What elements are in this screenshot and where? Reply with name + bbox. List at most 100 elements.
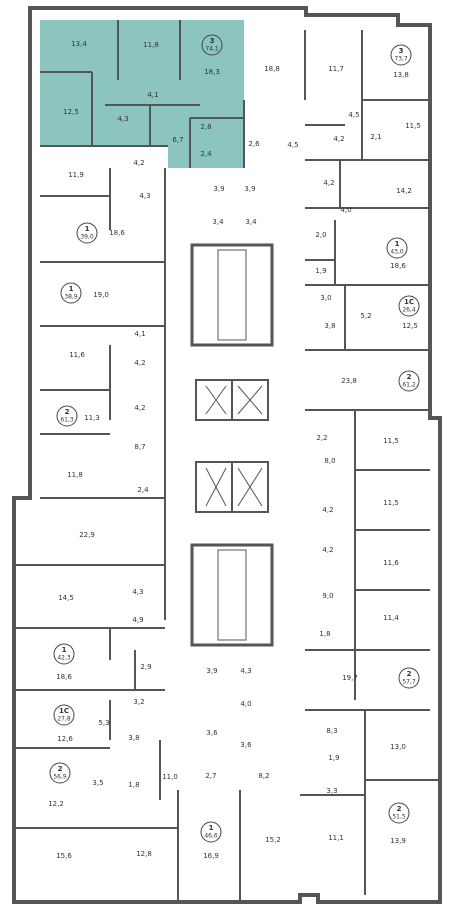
room-area-label: 2,4 [137,486,149,494]
room-area-label: 4,2 [134,359,145,367]
apartment-badge[interactable]: 2 56,9 [49,762,71,784]
room-area-label: 19,0 [93,291,109,299]
room-area-label: 3,6 [206,729,218,737]
apartment-badge[interactable]: 1 43,0 [386,237,408,259]
room-area-label: 2,8 [200,123,211,131]
room-area-label: 4,5 [348,111,359,119]
apartment-badge[interactable]: 2 61,2 [398,370,420,392]
room-area-label: 19,7 [342,674,358,682]
apartment-badge[interactable]: 1 39,0 [76,222,98,244]
room-area-label: 13,9 [390,837,406,845]
svg-text:46,6: 46,6 [204,833,218,840]
room-area-label: 23,8 [341,377,357,385]
room-area-label: 11,6 [69,351,85,359]
svg-text:2: 2 [58,765,63,773]
svg-text:38,9: 38,9 [64,294,78,301]
room-area-label: 12,6 [57,735,73,743]
svg-text:1: 1 [69,285,74,293]
room-area-label: 4,0 [240,700,251,708]
room-area-label: 12,8 [136,850,152,858]
room-area-label: 12,5 [63,108,79,116]
room-area-label: 11,5 [383,437,399,445]
svg-text:39,0: 39,0 [80,234,94,241]
apartment-badge[interactable]: 1С 26,4 [398,295,420,317]
room-area-label: 4,3 [240,667,251,675]
room-area-label: 12,2 [48,800,64,808]
room-area-label: 4,1 [147,91,158,99]
svg-text:2: 2 [397,805,402,813]
room-area-label: 4,2 [323,179,334,187]
room-area-label: 11,8 [67,471,83,479]
room-area-label: 2,7 [205,772,216,780]
apartment-badge[interactable]: 1С 27,8 [53,704,75,726]
room-area-label: 2,4 [200,150,212,158]
room-area-label: 3,4 [212,218,224,226]
room-area-label: 13,4 [71,40,87,48]
apartment-badge[interactable]: 3 73,7 [390,44,412,66]
room-area-label: 8,0 [324,457,335,465]
room-area-label: 11,0 [162,773,178,781]
apartment-badge[interactable]: 2 51,5 [388,802,410,824]
room-area-label: 3,2 [133,698,144,706]
room-area-label: 1,9 [328,754,339,762]
apartment-badge[interactable]: 2 57,7 [398,667,420,689]
svg-text:51,5: 51,5 [392,814,406,821]
room-area-label: 11,7 [328,65,344,73]
apartment-badge[interactable]: 3 74,1 [201,34,223,56]
room-area-label: 8,3 [326,727,337,735]
svg-text:3: 3 [210,37,215,45]
room-area-label: 5,3 [98,719,109,727]
room-area-label: 8,2 [258,772,269,780]
room-area-label: 9,0 [322,592,333,600]
apartment-badge[interactable]: 1 46,6 [200,821,222,843]
room-area-label: 2,1 [370,133,381,141]
room-area-label: 6,7 [172,136,183,144]
room-area-label: 3,9 [206,667,217,675]
room-area-label: 2,9 [140,663,151,671]
core [190,243,274,647]
room-area-label: 4,2 [133,159,144,167]
svg-text:2: 2 [407,670,412,678]
room-area-label: 14,5 [58,594,74,602]
room-area-label: 11,4 [383,614,399,622]
apartment-badge[interactable]: 2 61,3 [56,405,78,427]
room-area-label: 11,5 [405,122,421,130]
room-area-label: 4,3 [139,192,150,200]
room-area-label: 3,8 [324,322,335,330]
room-area-label: 3,8 [128,734,139,742]
room-area-label: 22,9 [79,531,95,539]
svg-text:1: 1 [209,824,214,832]
room-area-label: 2,2 [316,434,327,442]
room-area-label: 12,5 [402,322,418,330]
room-area-label: 1,9 [315,267,326,275]
room-area-label: 3,5 [92,779,103,787]
apartment-badge[interactable]: 1 38,9 [60,282,82,304]
svg-text:1С: 1С [59,707,69,715]
room-area-label: 11,3 [84,414,100,422]
room-area-label: 11,6 [383,559,399,567]
room-labels: 13,4 11,8 18,3 12,5 4,1 4,3 6,7 2,8 2,4 … [48,40,421,860]
room-area-label: 4,5 [287,141,298,149]
svg-text:73,7: 73,7 [394,56,408,63]
svg-text:74,1: 74,1 [205,46,219,53]
svg-text:27,8: 27,8 [57,716,71,723]
svg-text:2: 2 [407,373,412,381]
room-area-label: 16,9 [203,852,219,860]
room-area-label: 11,9 [68,171,84,179]
svg-text:1: 1 [62,646,67,654]
room-area-label: 4,2 [322,506,333,514]
svg-text:2: 2 [65,408,70,416]
room-area-label: 3,3 [326,787,337,795]
room-area-label: 4,1 [134,330,145,338]
room-area-label: 11,5 [383,499,399,507]
interior-walls [14,20,440,902]
svg-text:1С: 1С [404,298,414,306]
outer-walls [12,6,442,904]
svg-text:57,7: 57,7 [402,679,416,686]
room-area-label: 15,2 [265,836,281,844]
room-area-label: 1,8 [128,781,139,789]
room-area-label: 18,6 [109,229,125,237]
apartment-badge[interactable]: 1 42,3 [53,643,75,665]
room-area-label: 3,9 [244,185,255,193]
room-area-label: 11,1 [328,834,344,842]
